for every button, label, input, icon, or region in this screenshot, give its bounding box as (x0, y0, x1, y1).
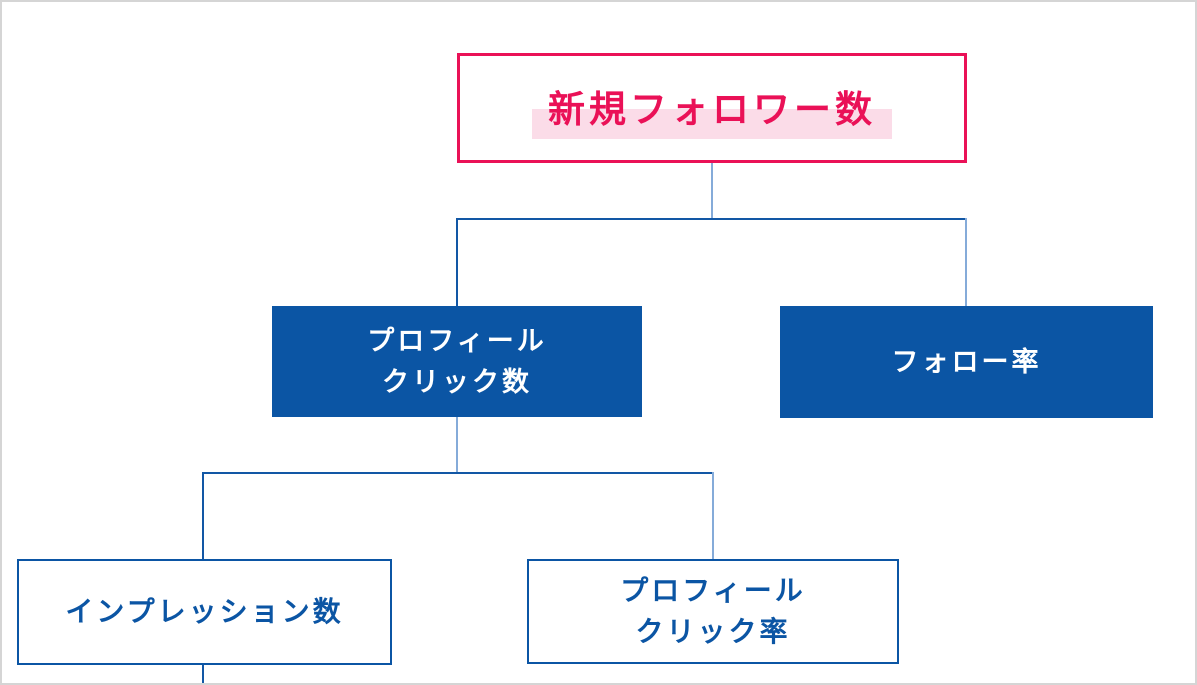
node-profile-click-rate: プロフィール クリック率 (527, 559, 899, 664)
connector-level3-crossbar (202, 472, 714, 474)
node-impressions-label: インプレッション数 (65, 595, 344, 627)
node-profile-clicks-label-line1: プロフィール (367, 326, 547, 356)
node-follow-rate-label: フォロー率 (891, 346, 1042, 377)
node-impressions: インプレッション数 (17, 559, 392, 665)
node-profile-clicks-label-line2: クリック数 (382, 366, 532, 397)
connector-profile-click-rate-drop (712, 472, 714, 559)
node-new-followers: 新規フォロワー数 (457, 53, 967, 163)
connector-profile-clicks-stem (456, 417, 458, 473)
connector-follow-rate-drop (965, 218, 967, 306)
connector-profile-clicks-drop (456, 218, 458, 306)
node-profile-click-rate-label-line1: プロフィール (620, 574, 806, 606)
connector-impressions-drop (202, 472, 204, 559)
node-new-followers-label: 新規フォロワー数 (532, 77, 892, 139)
connector-impressions-tail (202, 665, 204, 683)
connector-level2-crossbar (456, 218, 967, 220)
node-profile-click-rate-label-line2: クリック率 (635, 615, 791, 647)
node-follow-rate: フォロー率 (780, 306, 1153, 418)
connector-root-stem (711, 162, 713, 219)
node-profile-clicks: プロフィール クリック数 (272, 306, 642, 417)
